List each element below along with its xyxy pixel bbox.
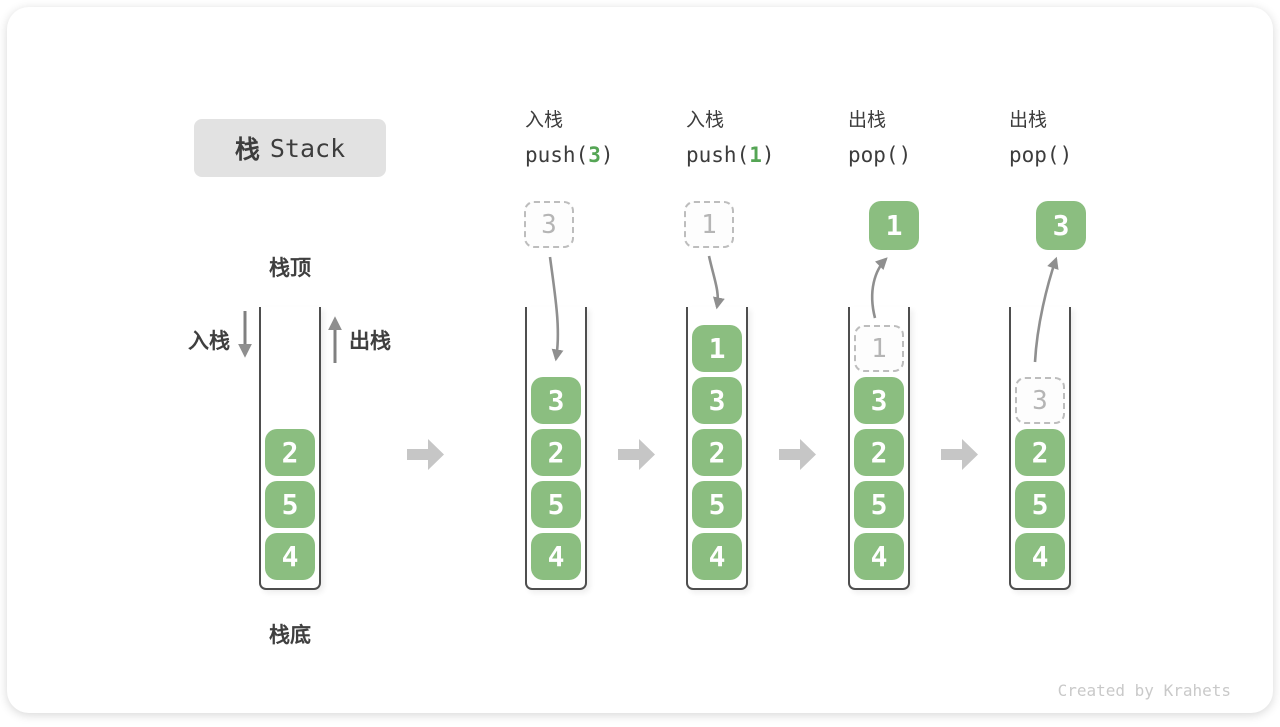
op-label-push-3: 入栈 push(3) xyxy=(525,108,685,170)
stack-block: 4 xyxy=(531,533,581,580)
stack-block: 5 xyxy=(1015,481,1065,528)
push-motion-arrow-icon xyxy=(707,255,725,310)
stack-block: 1 xyxy=(692,325,742,372)
stack-block: 3 xyxy=(854,377,904,424)
title-box: 栈 Stack xyxy=(194,119,386,177)
incoming-value-box: 1 xyxy=(684,201,734,248)
op-code-prefix: pop() xyxy=(848,143,912,167)
stack-container-push-1 xyxy=(686,307,748,590)
op-code: push(1) xyxy=(686,140,846,170)
stack-bottom-label: 栈底 xyxy=(269,624,311,647)
title-zh: 栈 xyxy=(234,136,260,164)
op-code-suffix: ) xyxy=(600,143,614,167)
stack-container-pop-1 xyxy=(848,307,910,590)
stack-block: 2 xyxy=(531,429,581,476)
stack-block: 2 xyxy=(692,429,742,476)
pop-side-label: 出栈 xyxy=(349,330,391,353)
op-code-prefix: pop() xyxy=(1009,143,1073,167)
op-zh: 出栈 xyxy=(848,110,887,131)
stack-block: 5 xyxy=(265,481,315,528)
stack-container-initial xyxy=(259,307,321,590)
op-code-suffix: ) xyxy=(761,143,775,167)
stack-block: 4 xyxy=(692,533,742,580)
popped-value-box: 3 xyxy=(1036,201,1086,250)
stack-block: 4 xyxy=(854,533,904,580)
next-step-arrow-icon xyxy=(407,439,444,470)
op-code-prefix: push( xyxy=(525,143,589,167)
next-step-arrow-icon xyxy=(618,439,655,470)
stack-block: 4 xyxy=(265,533,315,580)
title-en: Stack xyxy=(269,133,346,163)
stack-block: 2 xyxy=(854,429,904,476)
op-code: push(3) xyxy=(525,140,685,170)
stack-top-label: 栈顶 xyxy=(269,257,311,280)
stack-container-push-3 xyxy=(525,307,587,590)
stack-block: 2 xyxy=(1015,429,1065,476)
popped-slot-ghost: 3 xyxy=(1015,377,1065,424)
stack-block: 5 xyxy=(692,481,742,528)
op-label-pop-1: 出栈 pop() xyxy=(848,108,1008,170)
op-code-arg: 1 xyxy=(749,143,762,167)
op-code: pop() xyxy=(1009,140,1169,170)
figure-canvas: 栈 Stack 栈顶 栈底 入栈 出栈 入栈 push(3) 入栈 push(1… xyxy=(7,7,1273,713)
op-zh: 入栈 xyxy=(686,110,725,131)
op-zh: 入栈 xyxy=(525,110,564,131)
stack-block: 5 xyxy=(531,481,581,528)
stack-container-pop-2 xyxy=(1009,307,1071,590)
op-zh: 出栈 xyxy=(1009,110,1048,131)
next-step-arrow-icon xyxy=(779,439,816,470)
next-step-arrow-icon xyxy=(941,439,978,470)
stack-block: 2 xyxy=(265,429,315,476)
incoming-value-box: 3 xyxy=(524,201,574,248)
stack-block: 5 xyxy=(854,481,904,528)
push-side-label: 入栈 xyxy=(188,330,230,353)
op-label-pop-2: 出栈 pop() xyxy=(1009,108,1169,170)
stack-block: 3 xyxy=(692,377,742,424)
watermark: Created by Krahets xyxy=(1057,681,1231,700)
stack-block: 4 xyxy=(1015,533,1065,580)
op-code: pop() xyxy=(848,140,1008,170)
op-code-arg: 3 xyxy=(588,143,601,167)
stack-block: 3 xyxy=(531,377,581,424)
op-code-prefix: push( xyxy=(686,143,750,167)
op-label-push-1: 入栈 push(1) xyxy=(686,108,846,170)
popped-slot-ghost: 1 xyxy=(854,325,904,372)
popped-value-box: 1 xyxy=(869,201,919,250)
